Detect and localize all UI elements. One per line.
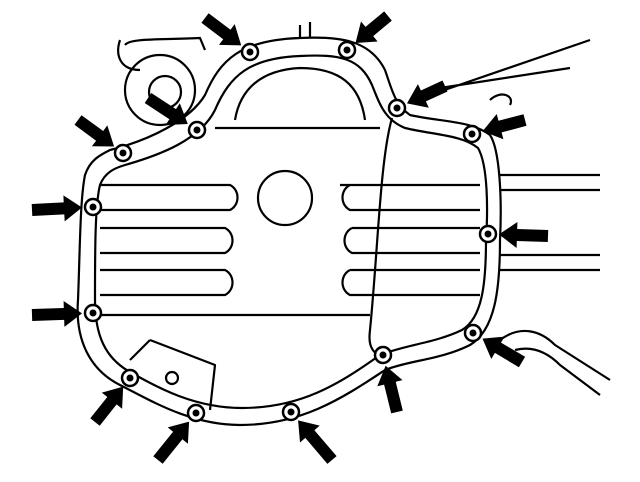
bolt-center xyxy=(469,329,477,337)
arrow-icon xyxy=(201,13,242,46)
bolt-center xyxy=(119,149,127,157)
arrow-icon xyxy=(144,93,188,125)
arrow-icon xyxy=(482,336,526,368)
arrow-icon xyxy=(499,222,549,248)
arrow-icon xyxy=(74,115,115,147)
bolt-group xyxy=(83,40,498,423)
arrow-icon xyxy=(355,11,392,43)
bolt-center xyxy=(287,408,295,416)
bolt-center xyxy=(89,203,97,211)
arrow-icon xyxy=(90,386,124,426)
arrow-icon xyxy=(31,301,82,327)
arrow-icon xyxy=(298,420,337,464)
bolt-center xyxy=(484,230,492,238)
arrow-icon xyxy=(31,195,82,222)
bolt-center xyxy=(126,374,134,382)
arrow-icon xyxy=(407,80,448,108)
bolt-center xyxy=(379,351,387,359)
bolt-center xyxy=(468,130,476,138)
arrow-icon xyxy=(482,114,527,140)
bolt-center xyxy=(89,309,97,317)
bolt-center xyxy=(246,48,254,56)
bolt-center xyxy=(343,46,351,54)
pan-outline xyxy=(76,22,611,427)
bolt-center xyxy=(192,409,200,417)
bolt-center xyxy=(393,104,401,112)
bolt-center xyxy=(193,126,201,134)
arrow-icon xyxy=(153,421,190,464)
arrow-icon xyxy=(377,365,403,414)
arrow-group xyxy=(31,11,549,464)
